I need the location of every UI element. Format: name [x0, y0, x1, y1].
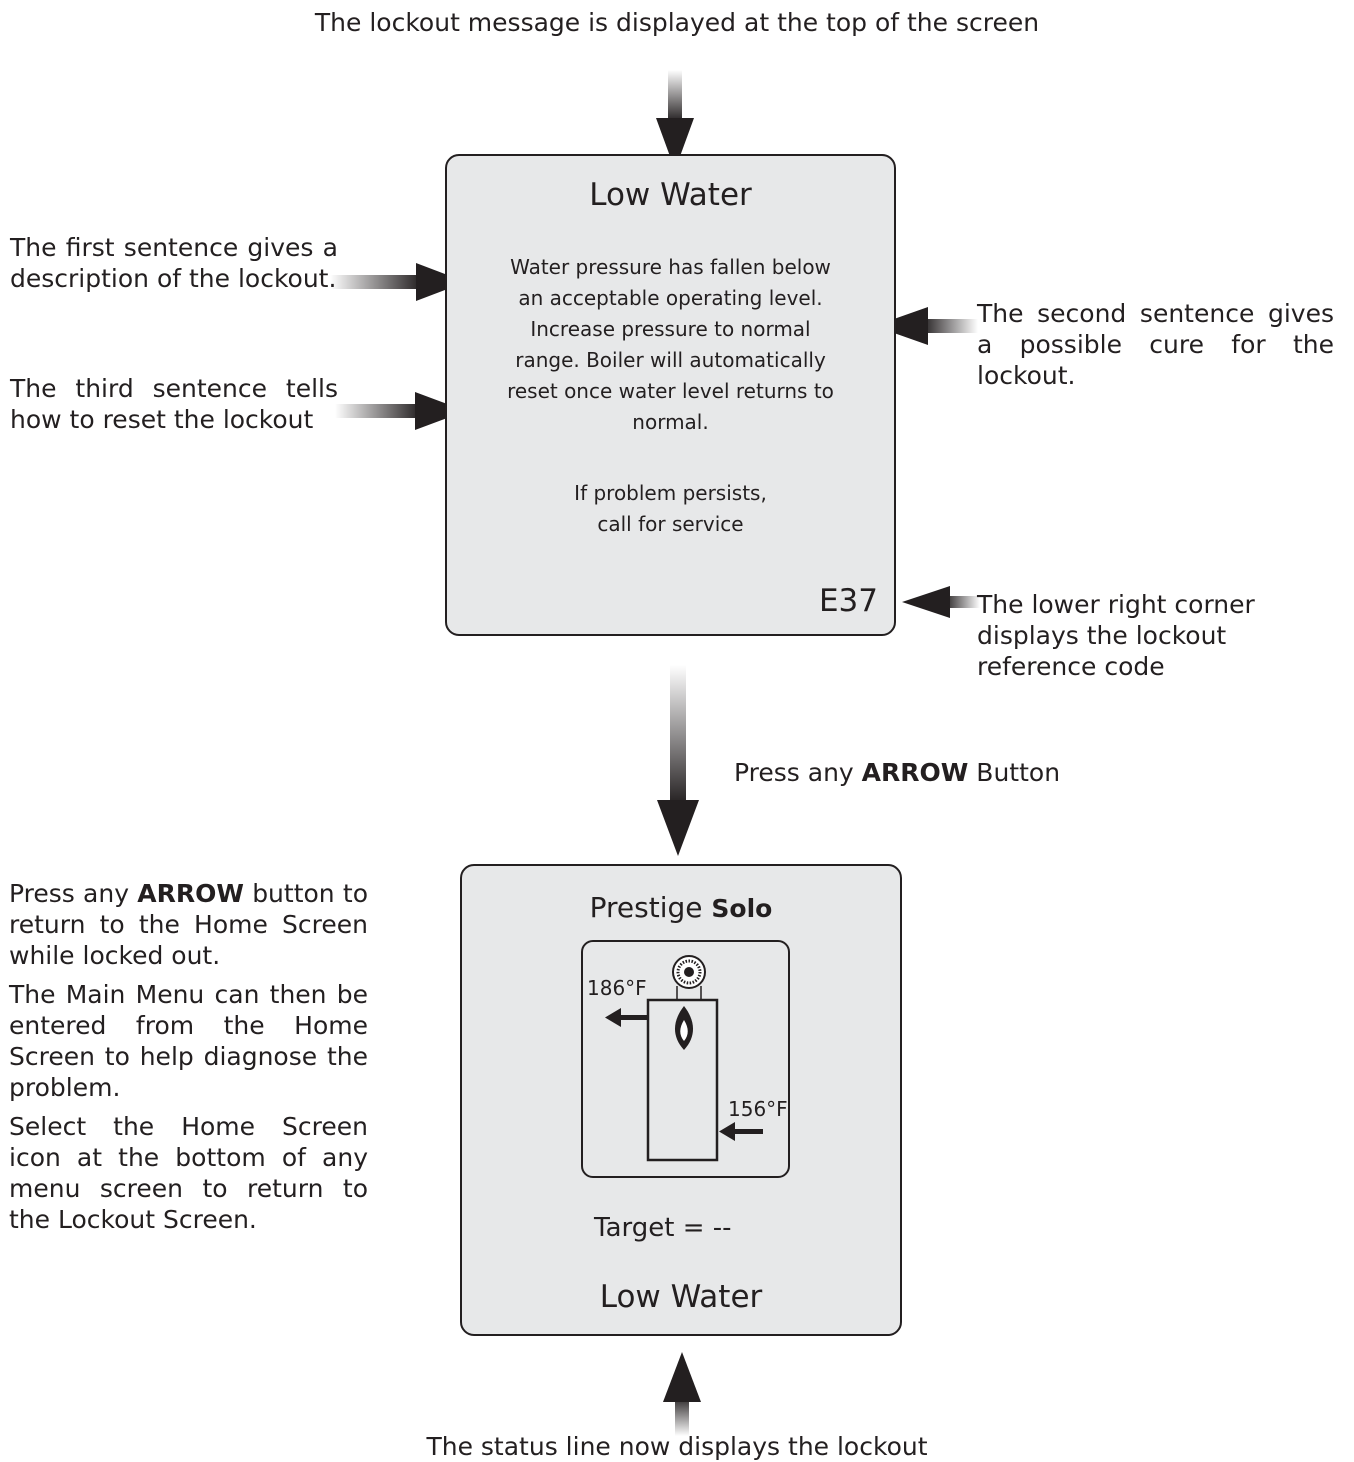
lockout-message-line: an acceptable operating level.	[518, 286, 823, 310]
boiler-diagram-panel	[581, 940, 790, 1178]
annotation-third-sentence: The third sentence tells how to reset th…	[10, 374, 338, 434]
target-readout: Target = --	[594, 1213, 732, 1243]
supply-arrow-icon	[605, 1008, 649, 1027]
lockout-message-line: normal.	[632, 410, 709, 434]
arrow-status-line-up	[663, 1352, 701, 1436]
status-line: Low Water	[599, 1279, 763, 1315]
arrow-top-down	[656, 70, 694, 170]
press-arrow-post: Button	[976, 758, 1061, 787]
left-block-p1-bold: ARROW	[137, 879, 244, 908]
lockout-title: Low Water	[589, 177, 752, 213]
brand-name: Prestige	[589, 891, 703, 924]
arrow-first-sentence	[330, 263, 466, 301]
home-brand-title: Prestige Solo	[462, 891, 900, 926]
lockout-code: E37	[818, 583, 878, 619]
boiler-tank	[646, 998, 719, 1162]
arrow-second-sentence	[874, 307, 978, 345]
lockout-message-line: range. Boiler will automatically	[515, 348, 826, 372]
annotation-second-sentence: The second sentence gives a possible cur…	[977, 299, 1334, 390]
annotation-status-line: The status line now displays the lockout	[426, 1432, 928, 1461]
arrow-press-arrow-down	[657, 665, 699, 856]
boiler-diagram	[605, 955, 763, 1162]
left-block-paragraph-3: Select the Home Screen icon at the botto…	[9, 1112, 368, 1234]
lockout-persist-note: If problem persists, call for service	[447, 478, 894, 540]
left-block-p1-post: button to return to the Home Screen whil…	[9, 879, 368, 970]
lockout-message-line: reset once water level returns to	[507, 379, 834, 403]
persist-line: If problem persists,	[574, 481, 767, 505]
lockout-message: Water pressure has fallen below an accep…	[447, 252, 894, 438]
annotation-first-sentence: The first sentence gives a description o…	[10, 233, 338, 293]
left-block-p1-pre: Press any	[9, 879, 129, 908]
home-screen: Prestige Solo 186°F 156	[460, 864, 902, 1336]
annotation-top: The lockout message is displayed at the …	[314, 8, 1040, 37]
lockout-message-line: Water pressure has fallen below	[510, 255, 831, 279]
left-block-paragraph-2: The Main Menu can then be entered from t…	[9, 980, 368, 1102]
press-arrow-bold: ARROW	[861, 758, 969, 787]
return-temperature: 156°F	[728, 1097, 788, 1121]
blower-fan-icon	[672, 955, 706, 989]
return-arrow-icon	[719, 1122, 763, 1141]
lockout-screen: Low Water Water pressure has fallen belo…	[445, 154, 896, 636]
flame-icon	[674, 1006, 694, 1050]
annotation-press-arrow: Press any ARROW Button	[734, 757, 1060, 788]
supply-temperature: 186°F	[587, 976, 647, 1000]
annotation-left-block: Press any ARROW button to return to the …	[9, 878, 368, 1235]
model-name: Solo	[711, 894, 773, 923]
persist-line: call for service	[597, 512, 744, 536]
arrow-third-sentence	[335, 392, 466, 430]
annotation-reference-code: The lower right corner displays the lock…	[977, 590, 1255, 681]
lockout-message-line: Increase pressure to normal	[530, 317, 811, 341]
left-block-paragraph-1: Press any ARROW button to return to the …	[9, 878, 368, 971]
arrow-reference-code	[902, 586, 980, 618]
press-arrow-pre: Press any	[734, 758, 854, 787]
